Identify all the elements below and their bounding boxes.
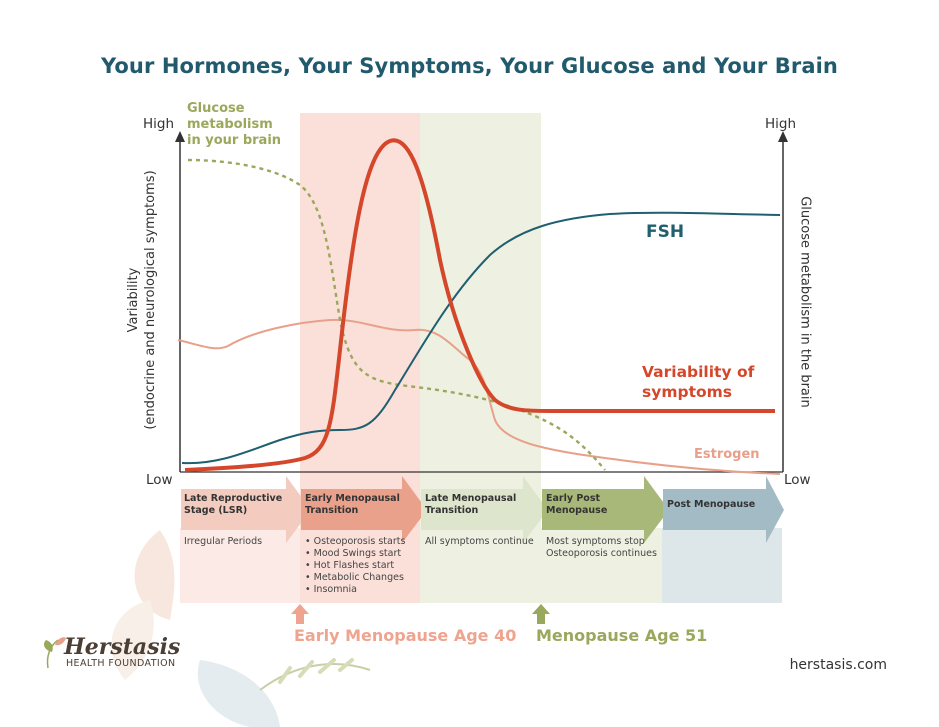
glucose-series-label: Glucose metabolism in your brain <box>187 101 281 149</box>
variability-label-line1: Variability of <box>642 363 755 381</box>
stage-1-line1: Late Reproductive <box>184 493 283 504</box>
estrogen-series-label: Estrogen <box>694 447 760 462</box>
stage-arrow-3 <box>421 476 548 543</box>
stage-label-early-post: Early Post Menopause <box>546 493 607 517</box>
left-axis-arrow <box>175 131 185 142</box>
stage-label-late-menopausal: Late Menopausal Transition <box>425 493 516 517</box>
variability-label-line2: symptoms <box>642 383 733 401</box>
stage-label-post-menopause: Post Menopause <box>667 499 755 511</box>
logo-leaf-icon <box>44 637 66 669</box>
band-post-desc <box>662 528 782 603</box>
stage-arrow-1 <box>181 476 311 543</box>
stage-arrows <box>181 476 784 543</box>
fsh-series-label: FSH <box>646 222 685 242</box>
stage-4-line1: Early Post <box>546 493 601 504</box>
stage-1-line2: Stage (LSR) <box>184 505 248 516</box>
variability-curve <box>184 138 775 472</box>
stage-label-late-reproductive: Late Reproductive Stage (LSR) <box>184 493 282 517</box>
left-high-label: High <box>143 116 175 132</box>
band-early-post-desc <box>541 528 662 603</box>
band-lrs-desc <box>180 528 300 603</box>
stage-desc-late-reproductive: Irregular Periods <box>184 536 263 547</box>
stage-4-line2: Menopause <box>546 505 608 516</box>
stage-desc-early-post: Most symptoms stop Osteoporosis continue… <box>546 536 657 559</box>
stage-desc-late-menopausal: All symptoms continue <box>425 536 534 547</box>
page-title: Your Hormones, Your Symptoms, Your Gluco… <box>101 54 838 78</box>
stage-5-line1: Post Menopause <box>667 499 756 510</box>
early-menopause-label: Early Menopause Age 40 <box>294 626 517 645</box>
left-axis-title: Variability (endocrine and neurological … <box>125 170 159 430</box>
stage-arrow-4 <box>542 476 669 543</box>
estrogen-curve <box>177 318 781 475</box>
stage-label-early-menopausal: Early Menopausal Transition <box>305 493 400 517</box>
menopause-marker <box>532 604 550 624</box>
early-menopause-marker <box>291 604 309 624</box>
stage-arrow-5 <box>663 476 784 543</box>
glucose-label-line2: metabolism <box>187 117 273 132</box>
glucose-label-line1: Glucose <box>187 101 245 116</box>
fsh-curve <box>181 211 781 465</box>
menopause-label: Menopause Age 51 <box>536 626 708 645</box>
left-axis-title-line2: (endocrine and neurological symptoms) <box>143 170 158 430</box>
brand-logo: Herstasis HEALTH FOUNDATION <box>44 634 180 669</box>
right-low-label: Low <box>784 472 811 488</box>
brand-subtitle: HEALTH FOUNDATION <box>66 658 176 669</box>
right-high-label: High <box>765 116 797 132</box>
brand-url[interactable]: herstasis.com <box>789 657 887 673</box>
right-axis-title: Glucose metabolism in the brain <box>797 196 813 408</box>
stage-2-line1: Early Menopausal <box>305 493 400 504</box>
stage-arrow-2 <box>301 476 427 543</box>
stage-3-line2: Transition <box>425 505 479 516</box>
stage-2-line2: Transition <box>305 505 359 516</box>
leaf-decoration <box>111 530 371 727</box>
right-axis-arrow <box>778 131 788 142</box>
brand-name: Herstasis <box>64 634 181 660</box>
left-axis-title-line1: Variability <box>126 267 141 333</box>
variability-series-label: Variability of symptoms <box>642 362 754 402</box>
stage-desc-early-menopausal: • Osteoporosis starts • Mood Swings star… <box>305 536 406 595</box>
left-low-label: Low <box>146 472 173 488</box>
glucose-label-line3: in your brain <box>187 133 282 148</box>
stage-3-line1: Late Menopausal <box>425 493 517 504</box>
